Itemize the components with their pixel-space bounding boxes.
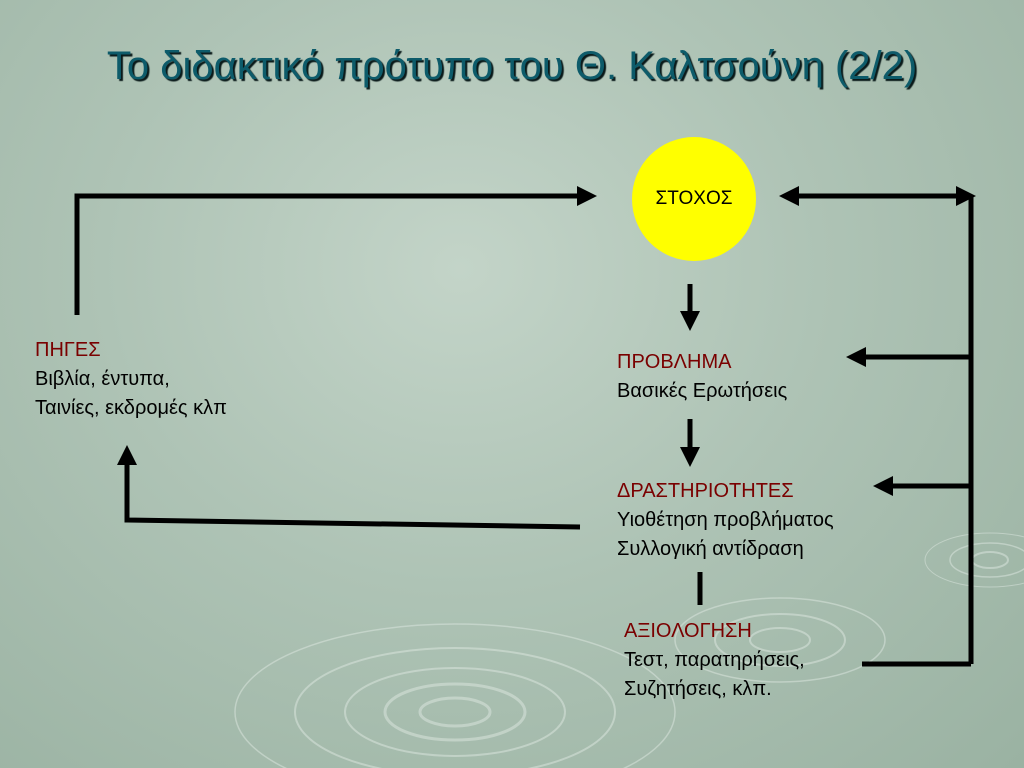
arrow-sources-to-goal	[74, 186, 597, 315]
sources-line-1: Βιβλία, έντυπα,	[35, 368, 170, 390]
activities-block: ΔΡΑΣΤΗΡΙΟΤΗΤΕΣ Υιοθέτηση προβλήματος Συλ…	[617, 477, 834, 564]
sources-heading: ΠΗΓΕΣ	[35, 339, 101, 361]
sources-block: ΠΗΓΕΣ Βιβλία, έντυπα, Ταινίες, εκδρομές …	[35, 336, 227, 423]
sources-line-2: Ταινίες, εκδρομές κλπ	[35, 397, 227, 419]
activities-line-2: Συλλογική αντίδραση	[617, 538, 804, 560]
arrow-activities-to-sources	[117, 445, 581, 530]
problem-heading: ΠΡΟΒΛΗΜΑ	[617, 351, 732, 373]
problem-block: ΠΡΟΒΛΗΜΑ Βασικές Ερωτήσεις	[617, 348, 787, 406]
goal-circle: ΣΤΟΧΟΣ	[632, 137, 756, 261]
problem-line-1: Βασικές Ερωτήσεις	[617, 380, 788, 402]
evaluation-line-1: Τεστ, παρατηρήσεις,	[624, 649, 805, 671]
goal-label: ΣΤΟΧΟΣ	[655, 188, 733, 209]
evaluation-block: ΑΞΙΟΛΟΓΗΣΗ Τεστ, παρατηρήσεις, Συζητήσει…	[624, 617, 805, 704]
activities-line-1: Υιοθέτηση προβλήματος	[617, 509, 834, 531]
evaluation-line-2: Συζητήσεις, κλπ.	[624, 678, 772, 700]
evaluation-heading: ΑΞΙΟΛΟΓΗΣΗ	[624, 620, 752, 642]
slide-title: Το διδακτικό πρότυπο του Θ. Καλτσούνη (2…	[106, 44, 918, 88]
activities-heading: ΔΡΑΣΤΗΡΙΟΤΗΤΕΣ	[617, 480, 794, 502]
